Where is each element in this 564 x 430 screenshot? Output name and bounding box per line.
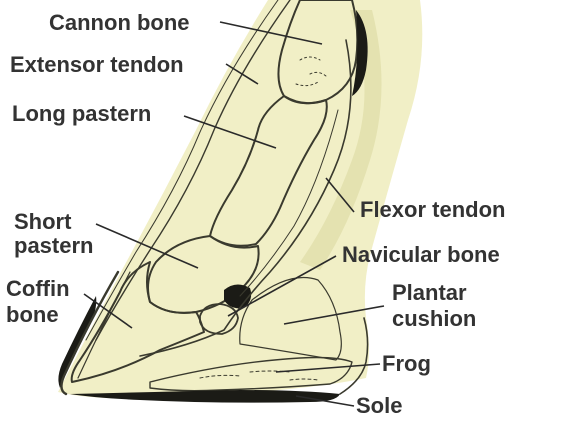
label-short-pastern-line1: Short	[14, 209, 72, 234]
label-short-pastern-line2: pastern	[14, 233, 93, 258]
frog-shape	[149, 356, 353, 392]
leader-frog	[275, 363, 381, 373]
sole-shape	[70, 390, 340, 403]
label-plantar-cushion-line1: Plantar	[392, 280, 467, 305]
extensor-tendon-lines	[95, 0, 291, 341]
long-pastern-shape	[209, 95, 328, 247]
heel-outline	[339, 317, 369, 395]
leader-sole	[295, 395, 355, 407]
leader-flexor-tendon	[325, 177, 355, 213]
leader-cannon-bone	[219, 21, 323, 45]
cannon-texture	[295, 56, 327, 87]
hoof-wall	[60, 270, 120, 396]
leader-navicular-bone	[227, 255, 337, 317]
label-long-pastern: Long pastern	[12, 101, 151, 126]
label-cannon-bone: Cannon bone	[49, 10, 190, 35]
flexor-region-wash	[300, 10, 382, 270]
hoof-illustration	[58, 0, 423, 403]
label-navicular-bone: Navicular bone	[342, 242, 500, 267]
label-flexor-tendon: Flexor tendon	[360, 197, 505, 222]
plantar-cushion-shape	[239, 276, 342, 361]
hoof-wall-inner	[77, 271, 131, 379]
navicular-bone-shape	[199, 303, 239, 335]
labels: Cannon bone Extensor tendon Long pastern…	[6, 10, 505, 418]
leader-plantar-cushion	[283, 305, 385, 325]
leader-extensor-tendon	[225, 63, 259, 85]
flexor-tendon-line-2	[239, 109, 339, 297]
label-coffin-bone-line2: bone	[6, 302, 59, 327]
leader-lines	[83, 21, 385, 407]
cannon-shadow	[352, 10, 368, 96]
leader-short-pastern	[95, 223, 199, 269]
label-plantar-cushion-line2: cushion	[392, 306, 476, 331]
label-sole: Sole	[356, 393, 402, 418]
flexor-tendon-lines	[139, 39, 352, 357]
extensor-tendon-line-2	[85, 0, 279, 341]
leader-coffin-bone	[83, 293, 133, 329]
label-coffin-bone-line1: Coffin	[6, 276, 70, 301]
label-frog: Frog	[382, 351, 431, 376]
label-extensor-tendon: Extensor tendon	[10, 52, 184, 77]
leader-long-pastern	[183, 115, 277, 149]
